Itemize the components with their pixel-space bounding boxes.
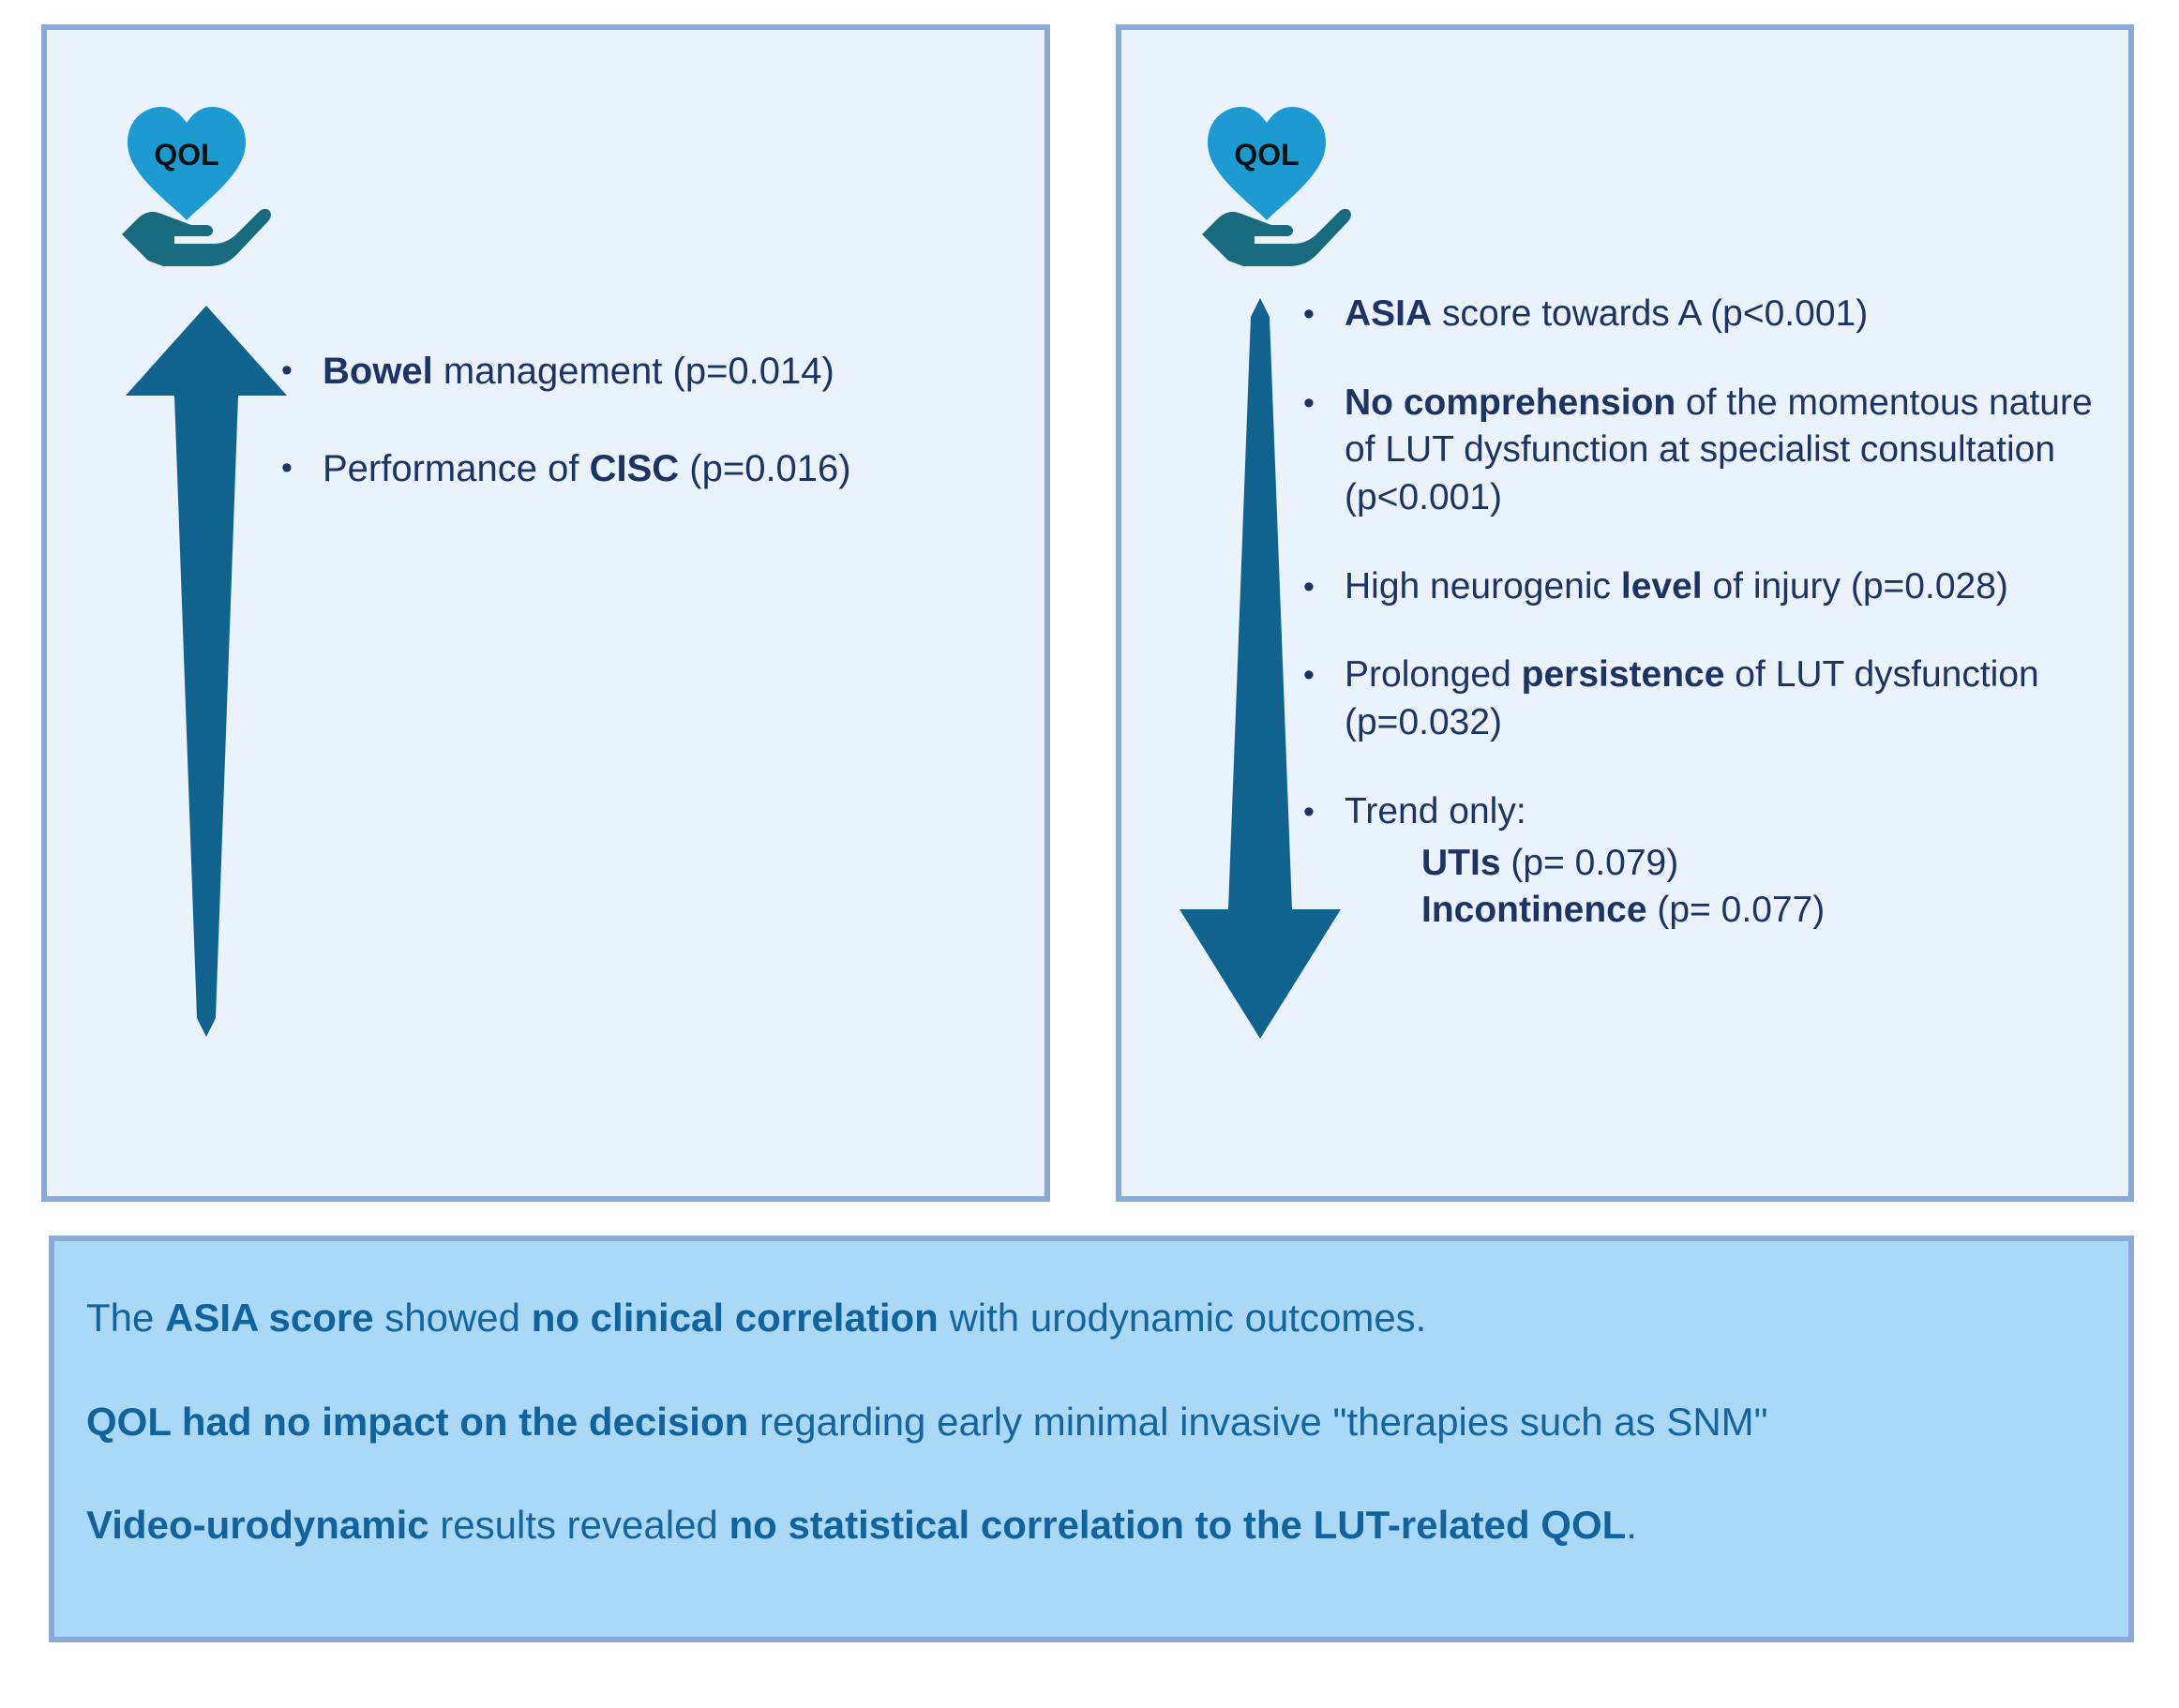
sub-list-item-emphasis: Incontinence [1421, 890, 1647, 931]
list-item-text: Prolonged persistence of LUT dysfunction… [1345, 652, 2119, 746]
list-item-text: Performance of CISC (p=0.016) [323, 444, 994, 493]
list-item-text: No comprehension of the momentous nature… [1345, 380, 2119, 522]
list-item: • Performance of CISC (p=0.016) [281, 444, 994, 493]
list-item-emphasis: CISC [589, 448, 680, 489]
summary-seg: results revealed [428, 1503, 729, 1547]
down-arrow-shape [1180, 298, 1341, 1039]
qol-heart-in-hand-icon: QOL [122, 107, 271, 266]
bullet-list-right: • ASIA score towards A (p<0.001) • No co… [1303, 291, 2119, 976]
list-item-rest: of injury (p=0.028) [1702, 565, 2008, 607]
list-item: • High neurogenic level of injury (p=0.0… [1303, 563, 2119, 611]
hand-shape [1202, 208, 1351, 266]
list-item: • Prolonged persistence of LUT dysfuncti… [1303, 652, 2119, 746]
summary-seg-bold: QOL had no impact on the decision [86, 1399, 749, 1444]
sub-list-item: UTIs (p= 0.079) [1421, 840, 2119, 888]
qol-heart-in-hand-icon: QOL [1202, 107, 1351, 266]
list-item: • ASIA score towards A (p<0.001) [1303, 291, 2119, 338]
list-item-emphasis: ASIA [1345, 293, 1433, 334]
list-item-rest: of the momentous nature of LUT dysfuncti… [1345, 382, 2093, 518]
summary-seg-bold: no statistical correlation to the LUT-re… [729, 1503, 1627, 1547]
list-item-text: Bowel management (p=0.014) [323, 347, 994, 396]
bullet-dot-icon: • [281, 450, 293, 486]
list-item-rest: of LUT dysfunction (p=0.032) [1345, 654, 2039, 743]
qol-icon-label: QOL [1234, 138, 1299, 172]
bullet-dot-icon: • [1303, 568, 1315, 605]
sub-list-item: Incontinence (p= 0.077) [1421, 887, 2119, 935]
list-item-lead: High neurogenic [1345, 565, 1621, 607]
bullet-dot-icon: • [281, 352, 293, 388]
heart-shape [1208, 107, 1326, 220]
sub-list-item-rest: (p= 0.079) [1500, 842, 1679, 883]
bullet-dot-icon: • [1303, 793, 1315, 830]
summary-text: The ASIA score showed no clinical correl… [86, 1294, 2083, 1551]
qol-icon-label: QOL [154, 138, 218, 172]
hand-shape [122, 208, 271, 266]
summary-seg: showed [373, 1296, 532, 1340]
summary-seg-bold: no clinical correlation [531, 1296, 939, 1340]
summary-seg: The [86, 1296, 166, 1340]
bullet-list-left: • Bowel management (p=0.014) • Performan… [281, 347, 994, 542]
list-item: • Bowel management (p=0.014) [281, 347, 994, 396]
summary-line: Video-urodynamic results revealed no sta… [86, 1501, 2083, 1551]
panel-summary [49, 1236, 2134, 1642]
list-item-lead: Prolonged [1345, 654, 1522, 696]
panel-qol-deterioration [1116, 24, 2134, 1202]
bullet-dot-icon: • [1303, 296, 1315, 332]
list-item-text: ASIA score towards A (p<0.001) [1345, 291, 2119, 338]
summary-line: The ASIA score showed no clinical correl… [86, 1294, 2083, 1343]
list-item: • Trend only: UTIs (p= 0.079) Incontinen… [1303, 788, 2119, 935]
list-item-text: High neurogenic level of injury (p=0.028… [1345, 563, 2119, 611]
bullet-dot-icon: • [1303, 384, 1315, 421]
list-item-rest: management (p=0.014) [432, 351, 834, 392]
summary-line: QOL had no impact on the decision regard… [86, 1398, 2083, 1447]
summary-seg-bold: Video-urodynamic [86, 1503, 429, 1547]
list-item-rest: (p=0.016) [679, 448, 851, 489]
bullet-dot-icon: • [1303, 657, 1315, 694]
summary-seg: regarding early minimal invasive "therap… [748, 1399, 1768, 1444]
sub-list: UTIs (p= 0.079) Incontinence (p= 0.077) [1345, 840, 2119, 935]
summary-seg: with urodynamic outcomes. [938, 1296, 1427, 1340]
summary-seg: . [1626, 1503, 1637, 1547]
sub-list-item-rest: (p= 0.077) [1646, 890, 1826, 931]
list-item-emphasis: persistence [1521, 654, 1725, 696]
list-item-lead: Performance of [323, 448, 590, 489]
heart-shape [128, 107, 246, 220]
down-arrow [1180, 298, 1341, 1039]
list-item-rest: score towards A (p<0.001) [1432, 293, 1869, 334]
list-item-emphasis: No comprehension [1345, 382, 1676, 423]
sub-list-item-emphasis: UTIs [1421, 842, 1501, 883]
list-item-text: Trend only: UTIs (p= 0.079) Incontinence… [1345, 788, 2119, 935]
summary-seg-bold: ASIA score [165, 1296, 374, 1340]
up-arrow [126, 306, 287, 1037]
list-item-lead: Trend only: [1345, 790, 1526, 832]
up-arrow-shape [126, 306, 287, 1037]
list-item-emphasis: level [1620, 565, 1703, 607]
list-item: • No comprehension of the momentous natu… [1303, 380, 2119, 522]
list-item-emphasis: Bowel [323, 351, 433, 392]
